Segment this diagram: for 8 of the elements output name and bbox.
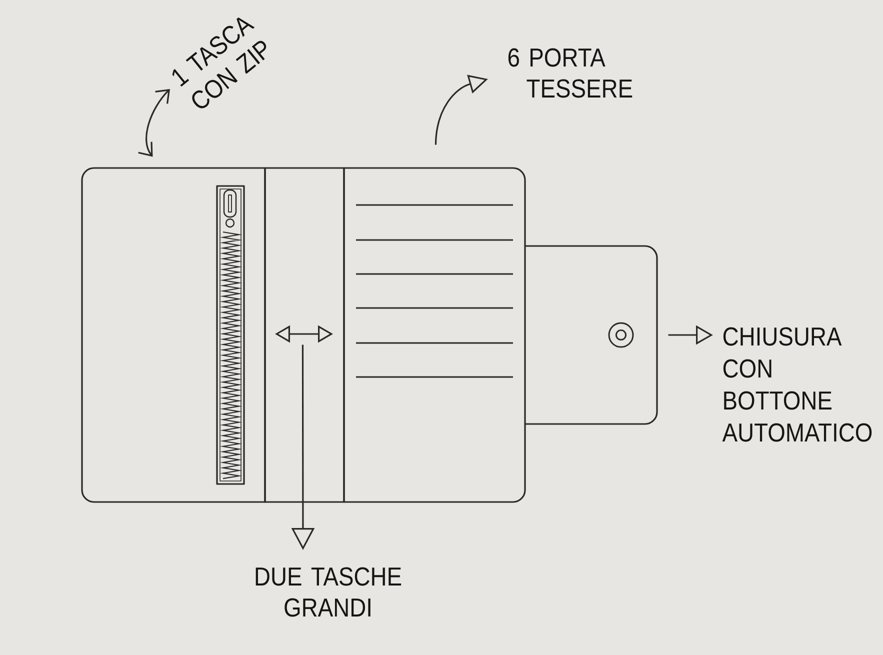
wallet-panel	[81, 167, 266, 503]
callout-label: CHIUSURA CON BOTTONE AUTOMATICO	[722, 327, 872, 442]
callout-label: DUE TASCHE GRANDI	[256, 567, 402, 617]
wallet-panel	[264, 167, 345, 503]
closure-tab	[525, 245, 658, 425]
wallet-panel	[343, 167, 526, 503]
callout-label: 6 PORTA TESSERE	[508, 48, 632, 98]
double-arrow	[138, 89, 170, 157]
